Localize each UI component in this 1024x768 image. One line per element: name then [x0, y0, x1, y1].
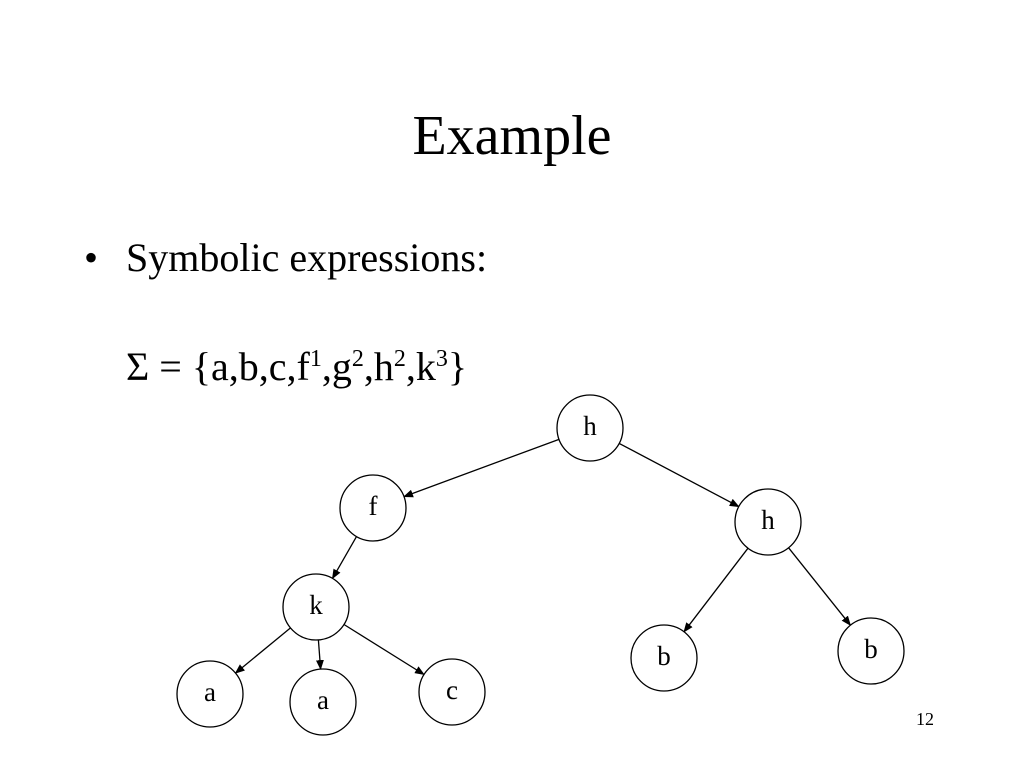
g-arity: 2 — [351, 346, 364, 372]
tree-node-label: k — [309, 590, 323, 620]
f-arity: 1 — [309, 346, 322, 372]
tree-edges — [234, 438, 852, 676]
tree-node-circle — [556, 394, 624, 462]
tree-node-label: a — [204, 677, 216, 707]
tree-node: f — [339, 474, 407, 542]
tree-edge — [234, 627, 291, 674]
tree-node: a — [289, 668, 357, 736]
tree-node: h — [734, 488, 802, 556]
tree-node-circle — [289, 668, 357, 736]
tree-node: a — [176, 660, 244, 728]
signature-definition: Σ = {a,b,c,f1,g2,h2,k3} — [126, 341, 467, 393]
h-arity: 2 — [393, 346, 406, 372]
signature-sep-h: ,h — [363, 344, 394, 389]
tree-node: c — [418, 658, 486, 726]
tree-node-label: h — [761, 505, 775, 535]
tree-edge — [788, 547, 852, 626]
tree-node-label: c — [446, 675, 458, 705]
tree-node: k — [282, 573, 350, 641]
tree-node-label: h — [583, 411, 597, 441]
k-arity: 3 — [435, 346, 448, 372]
tree-node: b — [630, 624, 698, 692]
tree-nodes: a a c k f b b h h — [176, 394, 905, 736]
tree-node-label: a — [317, 685, 329, 715]
signature-prefix: Σ = {a,b,c,f — [126, 344, 310, 389]
signature-suffix: } — [447, 344, 468, 389]
tree-node-circle — [630, 624, 698, 692]
tree-node-label: b — [657, 641, 671, 671]
tree-node: b — [837, 617, 905, 685]
bullet-item: • Symbolic expressions: — [84, 232, 487, 284]
tree-node: h — [556, 394, 624, 462]
page-number: 12 — [916, 709, 934, 729]
tree-node-circle — [339, 474, 407, 542]
bullet-marker: • — [84, 235, 99, 280]
tree-node-circle — [282, 573, 350, 641]
tree-node-circle — [734, 488, 802, 556]
tree-node-circle — [837, 617, 905, 685]
tree-edge — [331, 536, 358, 580]
tree-node-circle — [176, 660, 244, 728]
tree-edge — [343, 623, 425, 676]
tree-edge — [403, 438, 560, 498]
tree-node-label: b — [864, 634, 878, 664]
tree-node-label: f — [369, 491, 378, 521]
bullet-text: Symbolic expressions: — [126, 235, 488, 280]
signature-sep-k: ,k — [405, 344, 436, 389]
tree-node-circle — [418, 658, 486, 726]
tree-edge — [315, 639, 324, 671]
slide-title: Example — [412, 105, 612, 167]
tree-edge — [683, 547, 749, 633]
tree-edge — [618, 442, 740, 508]
signature-sep-g: ,g — [321, 344, 352, 389]
